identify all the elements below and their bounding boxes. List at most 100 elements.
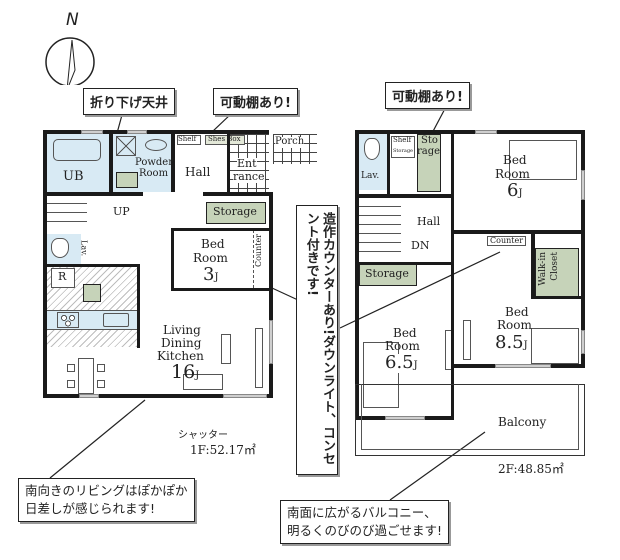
bed-icon-8-5j: [531, 328, 579, 364]
wall: [43, 264, 139, 267]
shelf-2f: [391, 136, 415, 158]
bed-icon-6j: [509, 140, 577, 180]
shoes-box-label: Shes Box: [208, 135, 241, 143]
callout-south-living-line-1: 南向きのリビングはぽかぽか: [25, 483, 188, 498]
compass-icon: [45, 37, 95, 85]
balcony-inner: [361, 384, 579, 450]
bedroom-6j-label-1: Bed: [503, 153, 527, 167]
wall: [451, 230, 585, 234]
bedroom-6-5j-label-1: Bed: [393, 326, 417, 340]
tv-table-icon: [221, 334, 231, 364]
callout-adjustable-shelf-1f: 可動棚あり!: [213, 88, 298, 115]
porch-label: Porch: [275, 136, 305, 148]
wall: [109, 130, 113, 192]
bedroom-8-5j-size: 8.5J: [495, 332, 528, 353]
shelf-1f: [177, 135, 201, 145]
wall: [43, 192, 143, 196]
counter-1f: [253, 230, 265, 288]
window: [581, 170, 585, 200]
tv-board-icon: [255, 328, 263, 388]
bedroom-6-5j-size-value: 6.5: [385, 352, 414, 373]
callout-south-living: 南向きのリビングはぽかぽか 日差しが感じられます!: [18, 478, 195, 523]
ldk-size-value: 16: [171, 361, 196, 383]
chair-icon: [67, 364, 75, 372]
jo-unit: J: [214, 272, 219, 283]
callout-balcony-line-2: 明るくのびのび過ごせます!: [287, 523, 443, 539]
counter-label-2f: Counter: [487, 236, 527, 247]
hall-label-1f: Hall: [185, 165, 211, 179]
balcony-label: Balcony: [498, 415, 547, 429]
wall: [137, 264, 140, 348]
ldk-label-1: Living: [163, 323, 201, 337]
window: [269, 320, 273, 364]
wall: [227, 130, 230, 192]
bedroom-3-size-value: 3: [203, 264, 215, 285]
wall: [171, 288, 269, 291]
wall: [387, 130, 390, 194]
callout-balcony-line-1: 南面に広がるバルコニー、: [287, 505, 437, 520]
desk-icon: [463, 320, 471, 360]
wall: [355, 130, 359, 420]
wall: [171, 228, 269, 231]
wall: [43, 394, 273, 398]
kitchen-sink-icon: [103, 313, 129, 327]
stairs-2f: [359, 200, 401, 260]
window: [127, 130, 147, 134]
washer-icon: [116, 136, 136, 156]
ldk-label-3: Kitchen: [157, 349, 204, 363]
wall: [451, 130, 454, 420]
callout-built-in-counter: 造作カウンターあり!ダウンライト、コンセント付きです!: [296, 205, 338, 475]
floor-plan-2f: Lav. Shelf Storage Sto rage Bed Room 6J …: [355, 130, 585, 420]
up-label: UP: [113, 205, 130, 218]
chair-icon: [97, 364, 105, 372]
storage-upper-label-2: rage: [417, 146, 441, 157]
walk-in-closet-label-1: Walk-in: [538, 252, 548, 286]
window: [581, 330, 585, 354]
wall: [355, 130, 585, 134]
fridge-label: R: [58, 270, 67, 283]
storage-label-1f: Storage: [213, 205, 257, 218]
callout-south-living-line-2: 日差しが感じられます!: [25, 501, 156, 517]
floor2-area: 2F:48.85㎡: [498, 462, 564, 476]
lav-label-2f: Lav.: [361, 171, 380, 181]
ub-label: UB: [63, 169, 84, 184]
ldk-size: 16J: [171, 361, 200, 383]
wall: [43, 130, 269, 134]
window: [475, 130, 497, 134]
bedroom-6j-size: 6J: [507, 181, 523, 201]
window: [385, 416, 425, 420]
wall: [355, 194, 451, 198]
shelf-label-1f: Shelf: [178, 135, 197, 143]
window: [79, 394, 99, 398]
bedroom-8-5j-size-value: 8.5: [495, 332, 524, 353]
jo-unit: J: [518, 188, 523, 199]
bedroom-6-5j-size: 6.5J: [385, 352, 418, 373]
shelf-storage-label-2f: Storage: [393, 148, 413, 154]
floor-plan-1f: UB Powder Room Hall Shelf Shes Box Ent r…: [43, 130, 273, 398]
entrance-label-2: rance: [233, 170, 265, 183]
toilet-icon: [51, 238, 69, 258]
callout-adjustable-shelf-2f: 可動棚あり!: [385, 82, 470, 109]
sofa-icon: [183, 374, 223, 390]
hall-label-2f: Hall: [417, 215, 441, 228]
shoes-box-1f: [205, 135, 245, 145]
storage-label-2f: Storage: [365, 267, 409, 280]
bedroom-8-5j-label-2: Room: [497, 318, 532, 332]
storage-upper-label-1: Sto: [421, 135, 438, 146]
ldk-label-2: Dining: [161, 336, 202, 350]
wall: [531, 296, 581, 299]
wall: [355, 262, 451, 265]
callout-balcony: 南面に広がるバルコニー、 明るくのびのび過ごせます!: [280, 500, 450, 545]
window: [495, 364, 551, 368]
dining-table-icon: [78, 358, 94, 394]
bed-icon-6-5j: [363, 342, 399, 408]
callout-dropped-ceiling: 折り下げ天井: [83, 88, 176, 115]
window: [81, 130, 103, 134]
jo-unit: J: [195, 370, 200, 381]
stove-icon: [57, 312, 79, 328]
storage-upper-2f: [417, 134, 441, 192]
wall: [203, 192, 273, 196]
jo-unit: J: [523, 340, 528, 351]
window: [223, 394, 267, 398]
chair-icon: [67, 380, 75, 388]
